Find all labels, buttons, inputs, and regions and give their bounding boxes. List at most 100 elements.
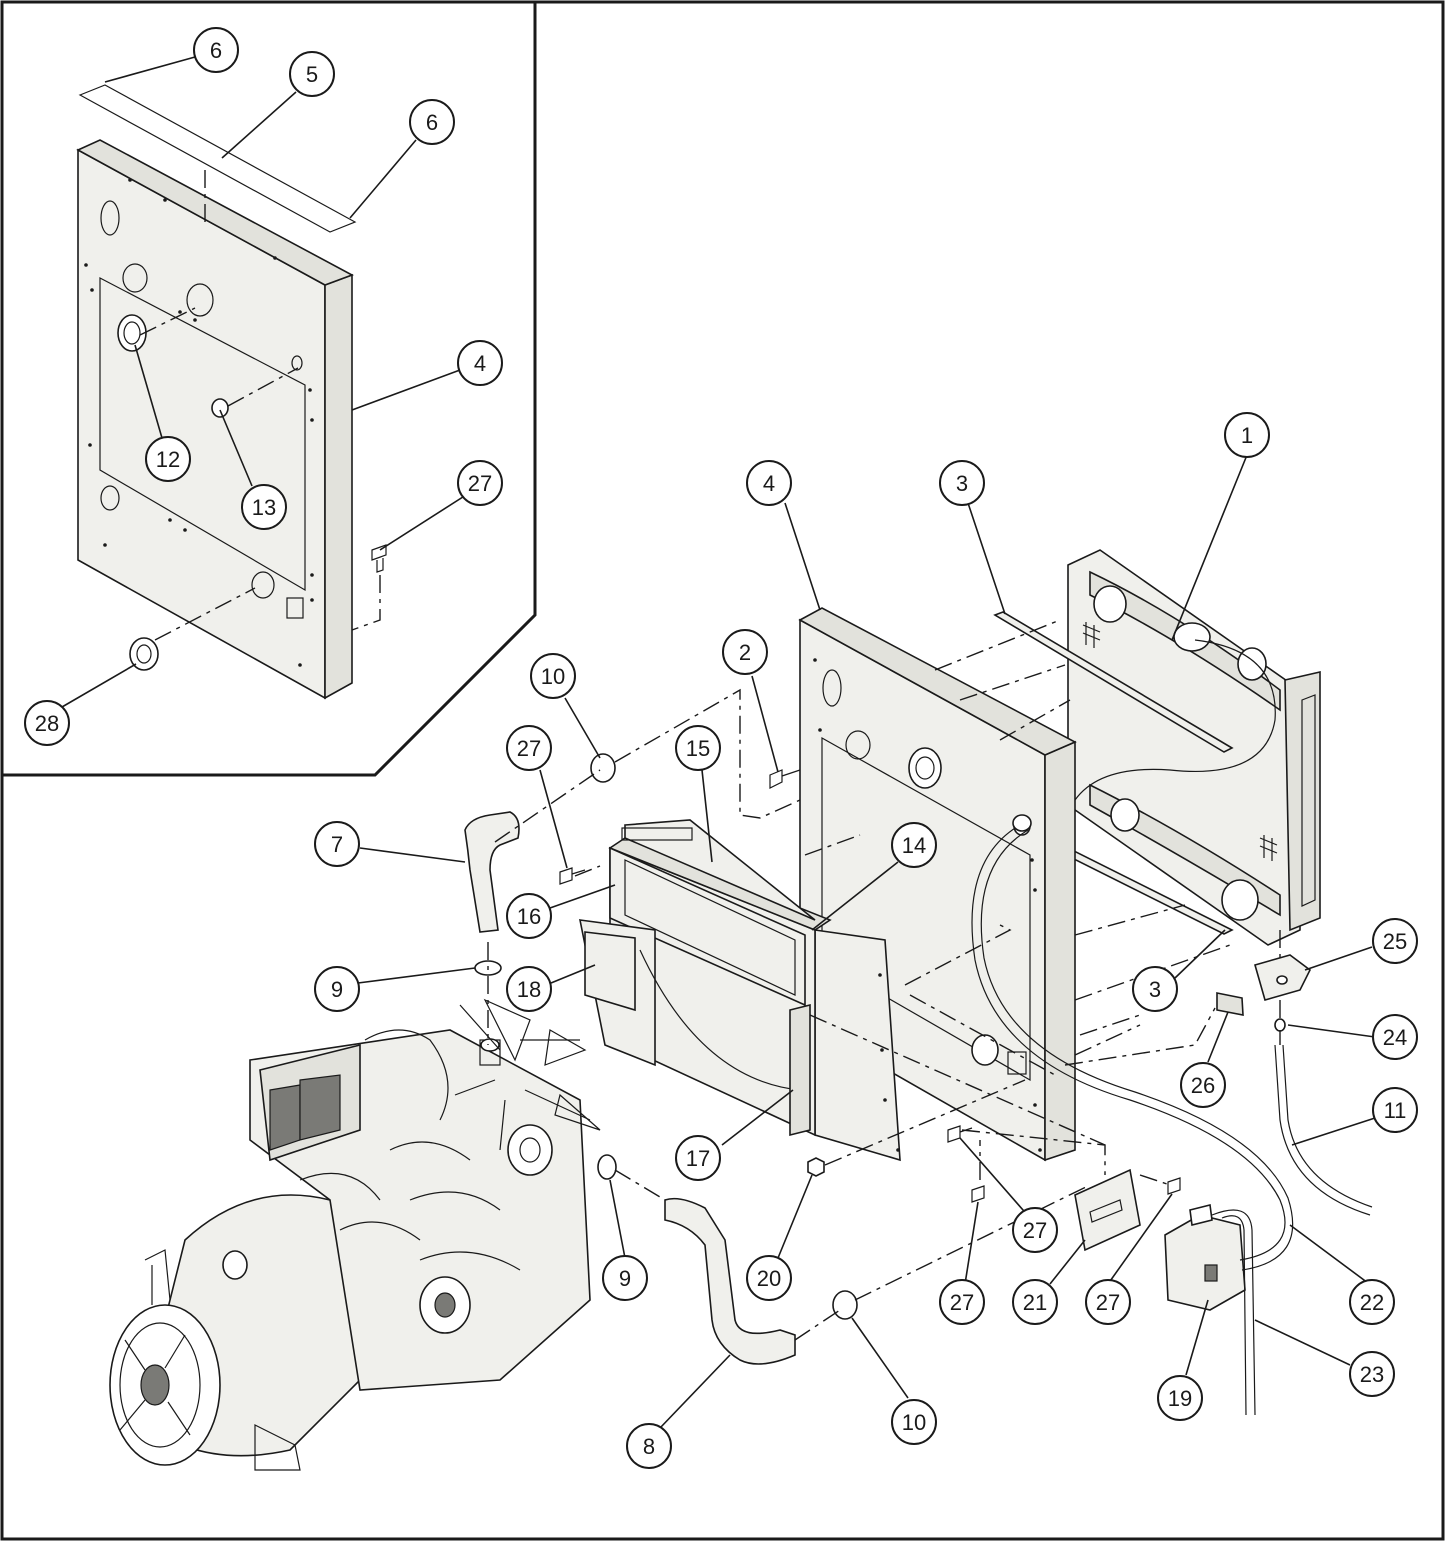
callout-c27c: 27 — [1012, 1207, 1058, 1253]
callout-number: 24 — [1383, 1025, 1407, 1050]
callout-circle — [457, 460, 503, 506]
callout-circle — [145, 436, 191, 482]
callout-c27d: 27 — [939, 1279, 985, 1325]
callout-c28: 28 — [24, 700, 70, 746]
callout-c11: 11 — [1372, 1087, 1418, 1133]
callout-circle — [314, 821, 360, 867]
inset-panel-assembly — [76, 84, 387, 700]
callout-circle — [675, 725, 721, 771]
callout-number: 27 — [950, 1290, 974, 1315]
callout-circle — [891, 822, 937, 868]
callout-c25: 25 — [1372, 918, 1418, 964]
callout-c12: 12 — [145, 436, 191, 482]
callout-number: 27 — [1023, 1218, 1047, 1243]
callout-circle — [409, 99, 455, 145]
callout-c22: 22 — [1349, 1279, 1395, 1325]
callout-circle — [289, 51, 335, 97]
callout-c7: 7 — [314, 821, 360, 867]
callout-number: 15 — [686, 736, 710, 761]
callout-number: 16 — [517, 904, 541, 929]
callout-number: 9 — [331, 977, 343, 1002]
callout-circle — [1349, 1351, 1395, 1397]
callout-circle — [939, 460, 985, 506]
callout-c10a: 10 — [530, 653, 576, 699]
callout-c6b: 6 — [409, 99, 455, 145]
callout-circle — [626, 1423, 672, 1469]
callout-c6a: 6 — [193, 27, 239, 73]
callout-c10b: 10 — [891, 1399, 937, 1445]
callout-c27b: 27 — [506, 725, 552, 771]
callout-circle — [602, 1255, 648, 1301]
callout-circle — [506, 725, 552, 771]
callout-number: 20 — [757, 1266, 781, 1291]
callout-circle — [24, 700, 70, 746]
callout-number: 23 — [1360, 1362, 1384, 1387]
callout-circle — [530, 653, 576, 699]
callout-c18: 18 — [506, 966, 552, 1012]
callout-number: 27 — [1096, 1290, 1120, 1315]
callout-number: 3 — [1149, 977, 1161, 1002]
callout-circle — [1349, 1279, 1395, 1325]
callout-number: 9 — [619, 1266, 631, 1291]
callout-circle — [1372, 1014, 1418, 1060]
callout-circle — [891, 1399, 937, 1445]
callout-c17: 17 — [675, 1135, 721, 1181]
inset-frame — [2, 2, 537, 777]
callout-number: 14 — [902, 833, 926, 858]
radiator — [993, 549, 1321, 946]
callout-c15: 15 — [675, 725, 721, 771]
callout-number: 26 — [1191, 1073, 1215, 1098]
callout-circle — [1012, 1279, 1058, 1325]
callout-c19: 19 — [1157, 1375, 1203, 1421]
callout-circle — [675, 1135, 721, 1181]
callout-c16: 16 — [506, 893, 552, 939]
callout-c14: 14 — [891, 822, 937, 868]
callout-circle — [746, 1255, 792, 1301]
callout-number: 10 — [902, 1410, 926, 1435]
callout-number: 2 — [739, 640, 751, 665]
callout-circle — [1372, 1087, 1418, 1133]
callout-circle — [1180, 1062, 1226, 1108]
callout-c9b: 9 — [602, 1255, 648, 1301]
callout-circle — [314, 966, 360, 1012]
hoses-and-hardware — [464, 753, 1373, 1416]
callout-number: 25 — [1383, 929, 1407, 954]
callout-c3b: 3 — [1132, 966, 1178, 1012]
fan-shroud — [578, 819, 901, 1162]
callout-circle — [1372, 918, 1418, 964]
callout-c8: 8 — [626, 1423, 672, 1469]
callout-number: 6 — [210, 38, 222, 63]
callout-number: 10 — [541, 664, 565, 689]
callout-number: 12 — [156, 447, 180, 472]
callout-circle — [1224, 412, 1270, 458]
callout-number: 27 — [517, 736, 541, 761]
callout-circle — [1157, 1375, 1203, 1421]
callout-c5: 5 — [289, 51, 335, 97]
callout-circle — [506, 966, 552, 1012]
callout-circle — [1012, 1207, 1058, 1253]
callout-c4b: 4 — [746, 460, 792, 506]
callout-number: 27 — [468, 471, 492, 496]
callout-c3a: 3 — [939, 460, 985, 506]
callout-number: 7 — [331, 832, 343, 857]
callout-c24: 24 — [1372, 1014, 1418, 1060]
callout-number: 8 — [643, 1434, 655, 1459]
callout-circle — [457, 340, 503, 386]
callout-c21: 21 — [1012, 1279, 1058, 1325]
callout-circle — [1085, 1279, 1131, 1325]
callout-number: 19 — [1168, 1386, 1192, 1411]
callout-circle — [506, 893, 552, 939]
callout-c4a: 4 — [457, 340, 503, 386]
callout-number: 13 — [252, 495, 276, 520]
callout-c26: 26 — [1180, 1062, 1226, 1108]
callout-number: 1 — [1241, 423, 1253, 448]
callout-c2: 2 — [722, 629, 768, 675]
leader-lines — [61, 56, 1376, 1429]
callout-number: 4 — [763, 471, 775, 496]
callout-number: 22 — [1360, 1290, 1384, 1315]
callout-number: 5 — [306, 62, 318, 87]
callout-number: 3 — [956, 471, 968, 496]
